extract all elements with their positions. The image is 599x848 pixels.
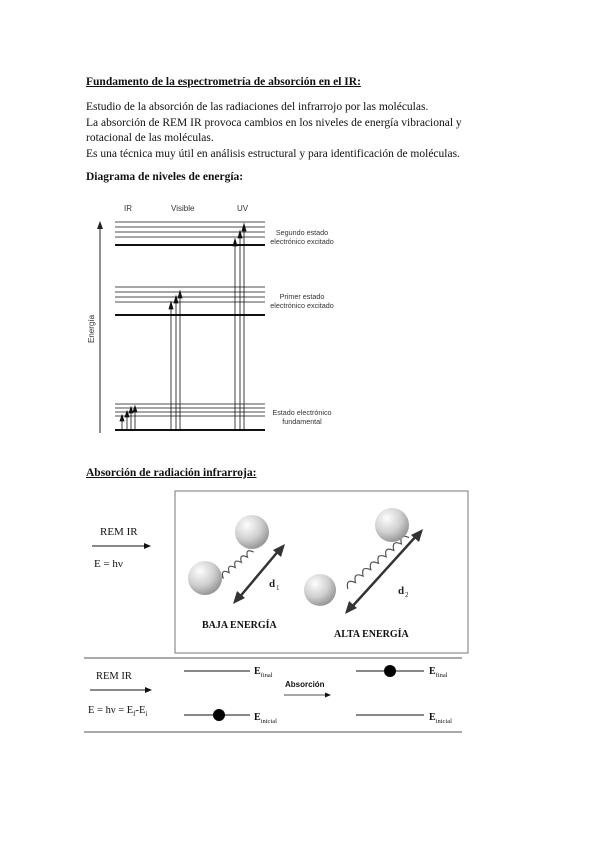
absorption-label: Absorción <box>285 680 325 689</box>
paragraph-line: Estudio de la absorción de las radiacion… <box>86 101 429 113</box>
section-title-fundamento: Fundamento de la espectrometría de absor… <box>86 76 361 88</box>
d1-subscript: 1 <box>276 584 280 592</box>
d1-label: d <box>269 578 275 590</box>
section-title-absorcion: Absorción de radiación infrarroja: <box>86 467 257 479</box>
energy-levels <box>115 221 265 431</box>
energy-equation: E = hν <box>94 558 123 570</box>
state-label-ground: Estado electrónico <box>272 408 331 417</box>
high-energy-label: ALTA ENERGÍA <box>334 628 410 640</box>
rem-ir-label: REM IR <box>100 526 138 538</box>
column-label-visible: Visible <box>171 204 195 213</box>
energy-axis-arrowhead <box>97 221 103 229</box>
section-title-diagrama: Diagrama de niveles de energía: <box>86 171 244 183</box>
energy-equation-2: E = hν = Ef-Ei <box>88 705 147 718</box>
vibration-figure: REM IR E = hν d 1 d 2 BAJA ENERGÍA ALTA … <box>92 490 469 654</box>
rem-ir-label-2: REM IR <box>96 671 132 682</box>
low-energy-label: BAJA ENERGÍA <box>202 619 278 631</box>
transition-arrows <box>119 222 247 430</box>
d2-subscript: 2 <box>405 591 409 599</box>
after-final-label: Efinal <box>429 666 448 679</box>
column-label-uv: UV <box>237 204 249 213</box>
before-final-label: Efinal <box>254 666 273 679</box>
energy-axis-label: Energía <box>87 314 96 343</box>
state-label-first-excited-2: electrónico excitado <box>270 301 334 310</box>
rem-ir-arrowhead-2 <box>145 687 152 693</box>
after-initial-label: Einicial <box>429 712 452 725</box>
d2-label: d <box>398 585 404 597</box>
state-label-second-excited: Segundo estado <box>276 228 328 237</box>
paragraph-line: Es una técnica muy útil en análisis estr… <box>86 147 460 160</box>
absorption-transition-figure: REM IR E = hν = Ef-Ei Efinal Einicial Ab… <box>84 657 462 733</box>
paragraph-line: La absorción de REM IR provoca cambios e… <box>86 116 462 129</box>
column-label-ir: IR <box>124 204 132 213</box>
high-energy-molecule: d 2 <box>304 508 423 614</box>
absorption-arrowhead <box>325 692 331 698</box>
electron-initial <box>213 709 225 721</box>
electron-final <box>384 665 396 677</box>
state-label-ground-2: fundamental <box>282 417 322 426</box>
intro-paragraph: Estudio de la absorción de las radiacion… <box>86 100 506 162</box>
state-label-second-excited-2: electrónico excitado <box>270 237 334 246</box>
state-label-first-excited: Primer estado <box>280 292 325 301</box>
low-energy-molecule: d 1 <box>188 515 285 604</box>
energy-level-diagram: IR Visible UV Energía <box>87 204 334 433</box>
paragraph-line: rotacional de las moléculas. <box>86 132 214 144</box>
rem-ir-arrowhead <box>144 543 151 549</box>
before-initial-label: Einicial <box>254 712 277 725</box>
